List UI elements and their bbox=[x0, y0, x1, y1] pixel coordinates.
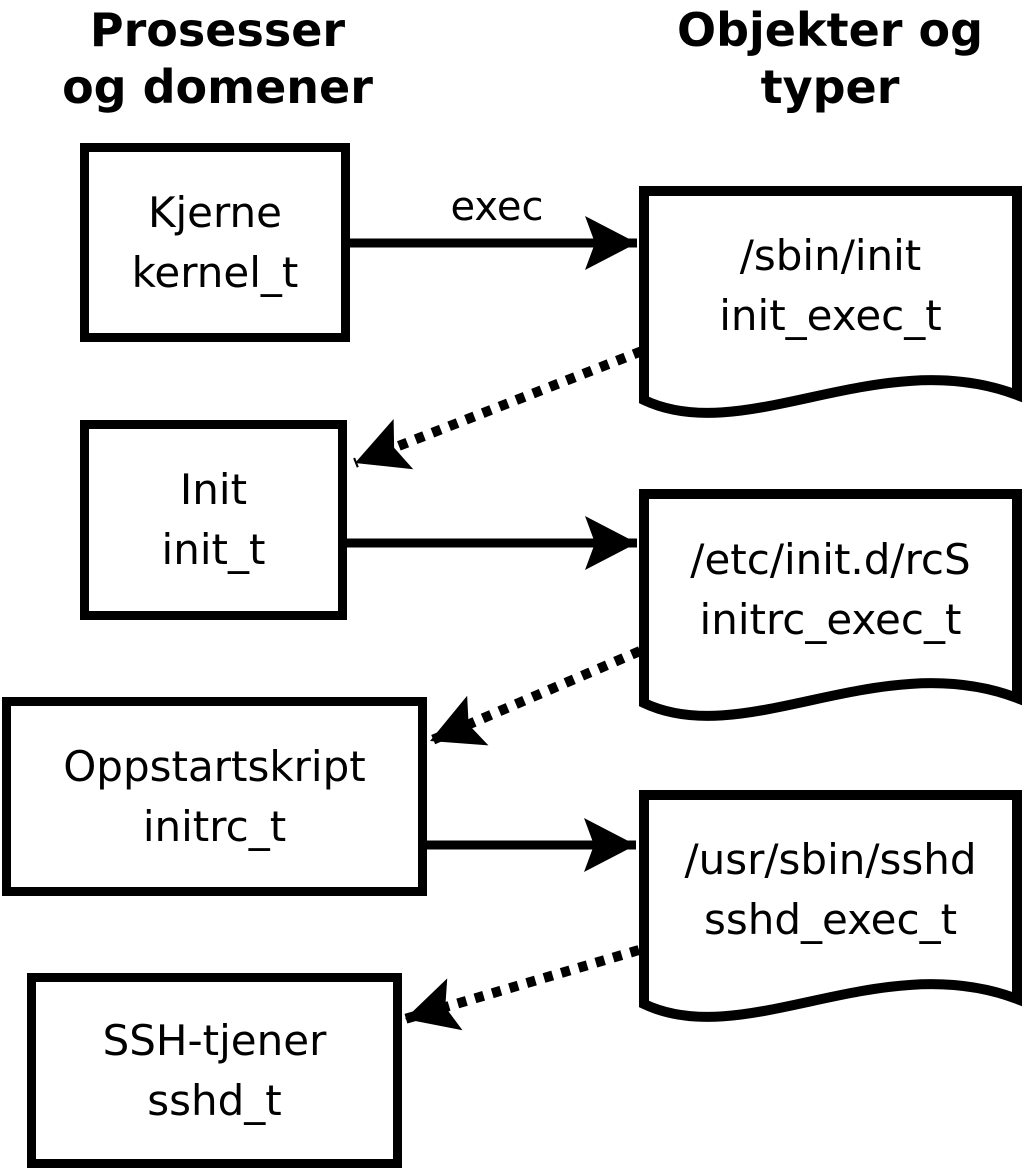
heading-objects-line2: typer bbox=[760, 60, 900, 114]
process-label-sshd: SSH-tjener sshd_t bbox=[27, 973, 402, 1168]
process-initrc-name: Oppstartskript bbox=[63, 741, 366, 791]
object-doc-initrc-exec bbox=[639, 489, 1022, 721]
column-heading-objects: Objekter og typer bbox=[645, 2, 1015, 116]
heading-processes-line1: Prosesser bbox=[89, 3, 346, 57]
process-initrc-type: initrc_t bbox=[142, 801, 287, 851]
process-sshd-type: sshd_t bbox=[147, 1075, 282, 1125]
transition-arrow-initrc-exec-to-initrc bbox=[428, 646, 642, 746]
process-box-initrc bbox=[2, 697, 427, 896]
object-label-sshd-exec: /usr/sbin/sshd sshd_exec_t bbox=[639, 790, 1022, 990]
process-kernel-name: Kjerne bbox=[147, 187, 283, 237]
column-heading-processes: Prosesser og domener bbox=[30, 2, 405, 116]
object-init-exec-type: init_exec_t bbox=[719, 291, 942, 340]
process-label-kernel: Kjerne kernel_t bbox=[80, 143, 350, 342]
object-sshd-exec-path: /usr/sbin/sshd bbox=[684, 835, 977, 884]
process-label-initrc: Oppstartskript initrc_t bbox=[2, 697, 427, 896]
object-initrc-exec-type: initrc_exec_t bbox=[699, 595, 962, 644]
process-sshd-name: SSH-tjener bbox=[102, 1015, 327, 1065]
object-doc-init-exec bbox=[639, 186, 1022, 418]
process-init-type: init_t bbox=[161, 525, 266, 574]
heading-objects-line1: Objekter og bbox=[676, 3, 983, 57]
transition-arrow-sshd-exec-to-sshd bbox=[403, 945, 641, 1031]
object-label-initrc-exec: /etc/init.d/rcS initrc_exec_t bbox=[639, 490, 1022, 690]
process-label-init: Init init_t bbox=[80, 420, 347, 620]
exec-arrow-label: exec bbox=[450, 184, 544, 230]
object-initrc-exec-path: /etc/init.d/rcS bbox=[690, 535, 971, 584]
process-init-name: Init bbox=[179, 465, 248, 514]
object-doc-sshd-exec bbox=[639, 790, 1022, 1022]
object-label-init-exec: /sbin/init init_exec_t bbox=[639, 186, 1022, 386]
process-box-kernel bbox=[80, 143, 350, 342]
process-box-init bbox=[80, 420, 347, 620]
process-kernel-type: kernel_t bbox=[131, 247, 299, 297]
process-box-sshd bbox=[27, 973, 402, 1168]
transition-arrow-init-exec-to-init bbox=[353, 346, 644, 470]
object-init-exec-path: /sbin/init bbox=[739, 231, 922, 280]
heading-processes-line2: og domener bbox=[62, 60, 373, 114]
object-sshd-exec-type: sshd_exec_t bbox=[703, 895, 958, 944]
